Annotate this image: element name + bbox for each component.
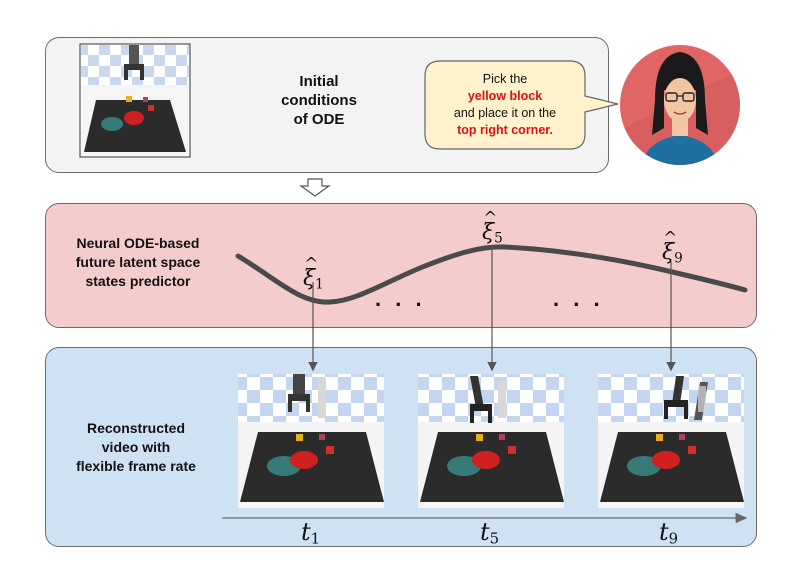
ellipsis-1: . . .	[375, 286, 426, 311]
state-label-5: ξ5	[482, 208, 503, 246]
instruction-text: Pick the yellow block and place it on th…	[453, 72, 557, 137]
predictor-label: Neural ODE-based future latent space sta…	[75, 235, 201, 289]
time-label-1: t1	[301, 518, 321, 548]
time-label-5: t5	[480, 518, 500, 548]
ellipsis-2: . . .	[553, 286, 604, 311]
initial-conditions-label: Initial conditions of ODE	[281, 73, 357, 128]
time-label-9: t9	[659, 518, 679, 548]
state-label-1: ξ1	[303, 254, 324, 292]
video-label: Reconstructed video with flexible frame …	[76, 420, 196, 474]
state-label-9: ξ9	[662, 228, 683, 266]
